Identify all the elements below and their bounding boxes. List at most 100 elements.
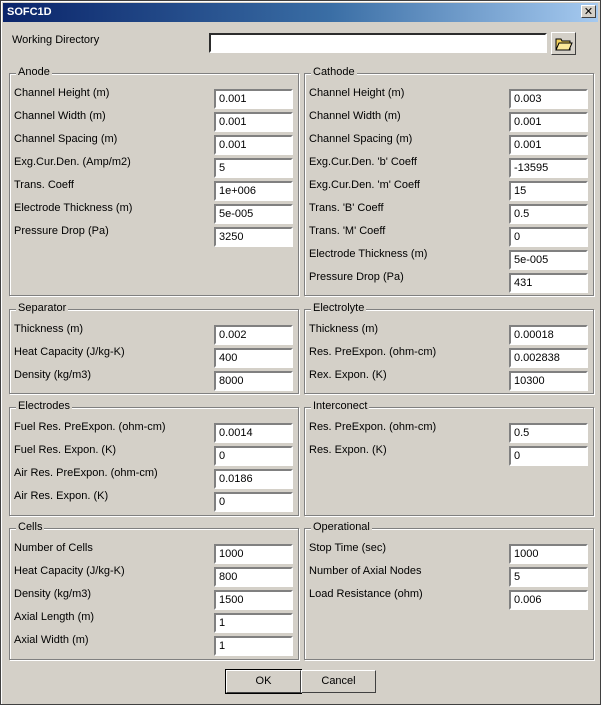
- cathode-field-trans-m-coeff: Trans. 'M' Coeff: [305, 225, 593, 247]
- electrolyte-label-rex-expon-k: Rex. Expon. (K): [309, 369, 387, 381]
- cathode-input-channel-spacing-m[interactable]: [509, 135, 588, 155]
- anode-label-trans-coeff: Trans. Coeff: [14, 179, 74, 191]
- cathode-label-trans-b-coeff: Trans. 'B' Coeff: [309, 202, 384, 214]
- anode-label-channel-width-m: Channel Width (m): [14, 110, 106, 122]
- cathode-input-exg-cur-den-m-coeff[interactable]: [509, 181, 588, 201]
- cells-label-axial-width-m: Axial Width (m): [14, 634, 89, 646]
- separator-label-heat-capacity-j-kg-k: Heat Capacity (J/kg-K): [14, 346, 125, 358]
- interconnect-field-res-preexpon-ohm-cm: Res. PreExpon. (ohm-cm): [305, 421, 593, 443]
- anode-input-channel-spacing-m[interactable]: [214, 135, 293, 155]
- anode-group: Anode Channel Height (m)Channel Width (m…: [9, 66, 299, 296]
- cathode-input-exg-cur-den-b-coeff[interactable]: [509, 158, 588, 178]
- cathode-label-trans-m-coeff: Trans. 'M' Coeff: [309, 225, 386, 237]
- cells-input-axial-width-m[interactable]: [214, 636, 293, 656]
- electrodes-field-fuel-res-expon-k: Fuel Res. Expon. (K): [10, 444, 298, 466]
- electrodes-label-air-res-preexpon-ohm-cm: Air Res. PreExpon. (ohm-cm): [14, 467, 158, 479]
- cells-field-axial-width-m: Axial Width (m): [10, 634, 298, 656]
- cathode-input-channel-height-m[interactable]: [509, 89, 588, 109]
- electrolyte-field-rex-expon-k: Rex. Expon. (K): [305, 369, 593, 391]
- cathode-input-trans-b-coeff[interactable]: [509, 204, 588, 224]
- anode-input-trans-coeff[interactable]: [214, 181, 293, 201]
- electrolyte-input-thickness-m[interactable]: [509, 325, 588, 345]
- cancel-button[interactable]: Cancel: [301, 670, 376, 693]
- electrodes-input-air-res-expon-k[interactable]: [214, 492, 293, 512]
- cells-field-number-of-cells: Number of Cells: [10, 542, 298, 564]
- anode-field-trans-coeff: Trans. Coeff: [10, 179, 298, 201]
- electrodes-group-title: Electrodes: [16, 400, 72, 412]
- operational-label-stop-time-sec: Stop Time (sec): [309, 542, 387, 554]
- separator-input-thickness-m[interactable]: [214, 325, 293, 345]
- electrolyte-group: Electrolyte Thickness (m) Res. PreExpon. …: [304, 302, 594, 394]
- operational-group-title: Operational: [311, 521, 372, 533]
- anode-group-title: Anode: [16, 66, 52, 78]
- cathode-field-electrode-thickness-m: Electrode Thickness (m): [305, 248, 593, 270]
- ok-button[interactable]: OK: [225, 669, 302, 694]
- anode-input-pressure-drop-pa[interactable]: [214, 227, 293, 247]
- electrodes-input-fuel-res-preexpon-ohm-cm[interactable]: [214, 423, 293, 443]
- separator-input-heat-capacity-j-kg-k[interactable]: [214, 348, 293, 368]
- operational-group: Operational Stop Time (sec) Number of Axi…: [304, 521, 594, 660]
- separator-input-density-kg-m3[interactable]: [214, 371, 293, 391]
- electrolyte-input-res-preexpon-ohm-cm[interactable]: [509, 348, 588, 368]
- electrodes-input-air-res-preexpon-ohm-cm[interactable]: [214, 469, 293, 489]
- cathode-input-electrode-thickness-m[interactable]: [509, 250, 588, 270]
- interconnect-input-res-expon-k[interactable]: [509, 446, 588, 466]
- operational-label-load-resistance-ohm: Load Resistance (ohm): [309, 588, 423, 600]
- anode-input-channel-height-m[interactable]: [214, 89, 293, 109]
- electrolyte-label-thickness-m: Thickness (m): [309, 323, 379, 335]
- cells-field-axial-length-m: Axial Length (m): [10, 611, 298, 633]
- operational-field-stop-time-sec: Stop Time (sec): [305, 542, 593, 564]
- cells-input-density-kg-m3[interactable]: [214, 590, 293, 610]
- anode-input-exg-cur-den-amp-m2[interactable]: [214, 158, 293, 178]
- electrodes-field-air-res-expon-k: Air Res. Expon. (K): [10, 490, 298, 512]
- interconnect-label-res-preexpon-ohm-cm: Res. PreExpon. (ohm-cm): [309, 421, 437, 433]
- cathode-label-electrode-thickness-m: Electrode Thickness (m): [309, 248, 428, 260]
- cathode-label-channel-spacing-m: Channel Spacing (m): [309, 133, 413, 145]
- anode-input-electrode-thickness-m[interactable]: [214, 204, 293, 224]
- cells-input-heat-capacity-j-kg-k[interactable]: [214, 567, 293, 587]
- operational-input-number-of-axial-nodes[interactable]: [509, 567, 588, 587]
- cells-field-density-kg-m3: Density (kg/m3): [10, 588, 298, 610]
- close-icon: ✕: [583, 5, 594, 18]
- separator-field-heat-capacity-j-kg-k: Heat Capacity (J/kg-K): [10, 346, 298, 368]
- electrolyte-label-res-preexpon-ohm-cm: Res. PreExpon. (ohm-cm): [309, 346, 437, 358]
- cells-input-number-of-cells[interactable]: [214, 544, 293, 564]
- cathode-input-pressure-drop-pa[interactable]: [509, 273, 588, 293]
- working-directory-label: Working Directory: [12, 34, 100, 46]
- working-directory-input[interactable]: [209, 33, 547, 53]
- cathode-label-channel-height-m: Channel Height (m): [309, 87, 405, 99]
- cells-group-title: Cells: [16, 521, 45, 533]
- cathode-input-channel-width-m[interactable]: [509, 112, 588, 132]
- open-folder-icon: [555, 38, 573, 51]
- separator-group: Separator Thickness (m)Heat Capacity (J/…: [9, 302, 299, 394]
- anode-input-channel-width-m[interactable]: [214, 112, 293, 132]
- operational-input-stop-time-sec[interactable]: [509, 544, 588, 564]
- operational-field-load-resistance-ohm: Load Resistance (ohm): [305, 588, 593, 610]
- cells-field-heat-capacity-j-kg-k: Heat Capacity (J/kg-K): [10, 565, 298, 587]
- electrolyte-field-res-preexpon-ohm-cm: Res. PreExpon. (ohm-cm): [305, 346, 593, 368]
- browse-folder-button[interactable]: [551, 32, 576, 55]
- cathode-field-channel-width-m: Channel Width (m): [305, 110, 593, 132]
- cells-label-axial-length-m: Axial Length (m): [14, 611, 95, 623]
- electrodes-input-fuel-res-expon-k[interactable]: [214, 446, 293, 466]
- electrolyte-input-rex-expon-k[interactable]: [509, 371, 588, 391]
- operational-input-load-resistance-ohm[interactable]: [509, 590, 588, 610]
- cells-label-heat-capacity-j-kg-k: Heat Capacity (J/kg-K): [14, 565, 125, 577]
- separator-field-density-kg-m3: Density (kg/m3): [10, 369, 298, 391]
- interconnect-input-res-preexpon-ohm-cm[interactable]: [509, 423, 588, 443]
- cells-input-axial-length-m[interactable]: [214, 613, 293, 633]
- interconnect-field-res-expon-k: Res. Expon. (K): [305, 444, 593, 466]
- operational-field-number-of-axial-nodes: Number of Axial Nodes: [305, 565, 593, 587]
- anode-field-channel-width-m: Channel Width (m): [10, 110, 298, 132]
- cathode-input-trans-m-coeff[interactable]: [509, 227, 588, 247]
- cathode-group-title: Cathode: [311, 66, 357, 78]
- window-title: SOFC1D: [7, 6, 52, 18]
- separator-field-thickness-m: Thickness (m): [10, 323, 298, 345]
- electrolyte-group-title: Electrolyte: [311, 302, 367, 314]
- electrodes-label-air-res-expon-k: Air Res. Expon. (K): [14, 490, 109, 502]
- cathode-group: Cathode Channel Height (m) Channel Width …: [304, 66, 594, 296]
- title-bar[interactable]: SOFC1D ✕: [3, 3, 598, 22]
- close-button[interactable]: ✕: [581, 5, 596, 18]
- cathode-label-channel-width-m: Channel Width (m): [309, 110, 401, 122]
- electrodes-group: Electrodes Fuel Res. PreExpon. (ohm-cm)F…: [9, 400, 299, 516]
